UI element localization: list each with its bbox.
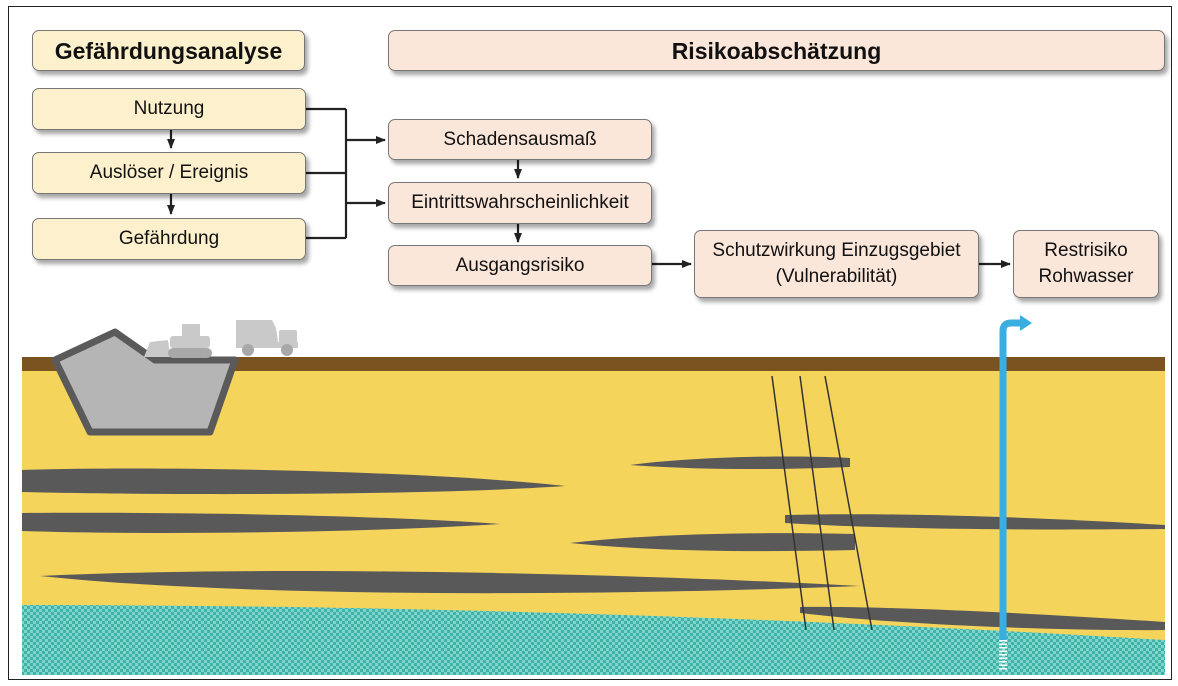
catchment-protection-line1: Schutzwirkung Einzugsgebiet bbox=[712, 240, 961, 261]
clay-lens bbox=[570, 533, 855, 552]
dump-truck-icon bbox=[236, 320, 298, 356]
fault-line bbox=[799, 375, 835, 631]
topsoil-layer bbox=[22, 357, 1165, 371]
clay-lens bbox=[22, 512, 500, 533]
usage-box: Nutzung bbox=[32, 88, 306, 130]
groundwater-zone bbox=[22, 605, 1165, 675]
well-icon bbox=[999, 315, 1032, 670]
initial-risk-box: Ausgangsrisiko bbox=[388, 245, 652, 286]
clay-lens bbox=[40, 571, 860, 594]
probability-box: Eintrittswahrscheinlichkeit bbox=[388, 182, 652, 224]
pit-icon bbox=[51, 328, 239, 436]
fault-line bbox=[771, 375, 807, 631]
clay-lens bbox=[630, 456, 850, 470]
residual-risk-box: Restrisiko Rohwasser bbox=[1013, 230, 1159, 298]
fault-line bbox=[824, 375, 873, 631]
connectors bbox=[167, 107, 1011, 268]
catchment-protection-box: Schutzwirkung Einzugsgebiet (Vulnerabili… bbox=[694, 230, 979, 298]
bulldozer-icon bbox=[144, 324, 212, 358]
hazard-analysis-header: Gefährdungsanalyse bbox=[32, 30, 305, 71]
clay-lens bbox=[800, 606, 1165, 631]
catchment-protection-line2: (Vulnerabilität) bbox=[775, 266, 898, 287]
residual-risk-line1: Restrisiko bbox=[1044, 240, 1128, 261]
damage-extent-box: Schadensausmaß bbox=[388, 119, 652, 160]
hazard-box: Gefährdung bbox=[32, 218, 306, 260]
clay-lens bbox=[785, 514, 1165, 530]
clay-lens bbox=[22, 468, 565, 495]
risk-assessment-header: Risikoabschätzung bbox=[388, 30, 1165, 71]
residual-risk-line2: Rohwasser bbox=[1038, 266, 1134, 287]
trigger-event-box: Auslöser / Ereignis bbox=[32, 152, 306, 194]
